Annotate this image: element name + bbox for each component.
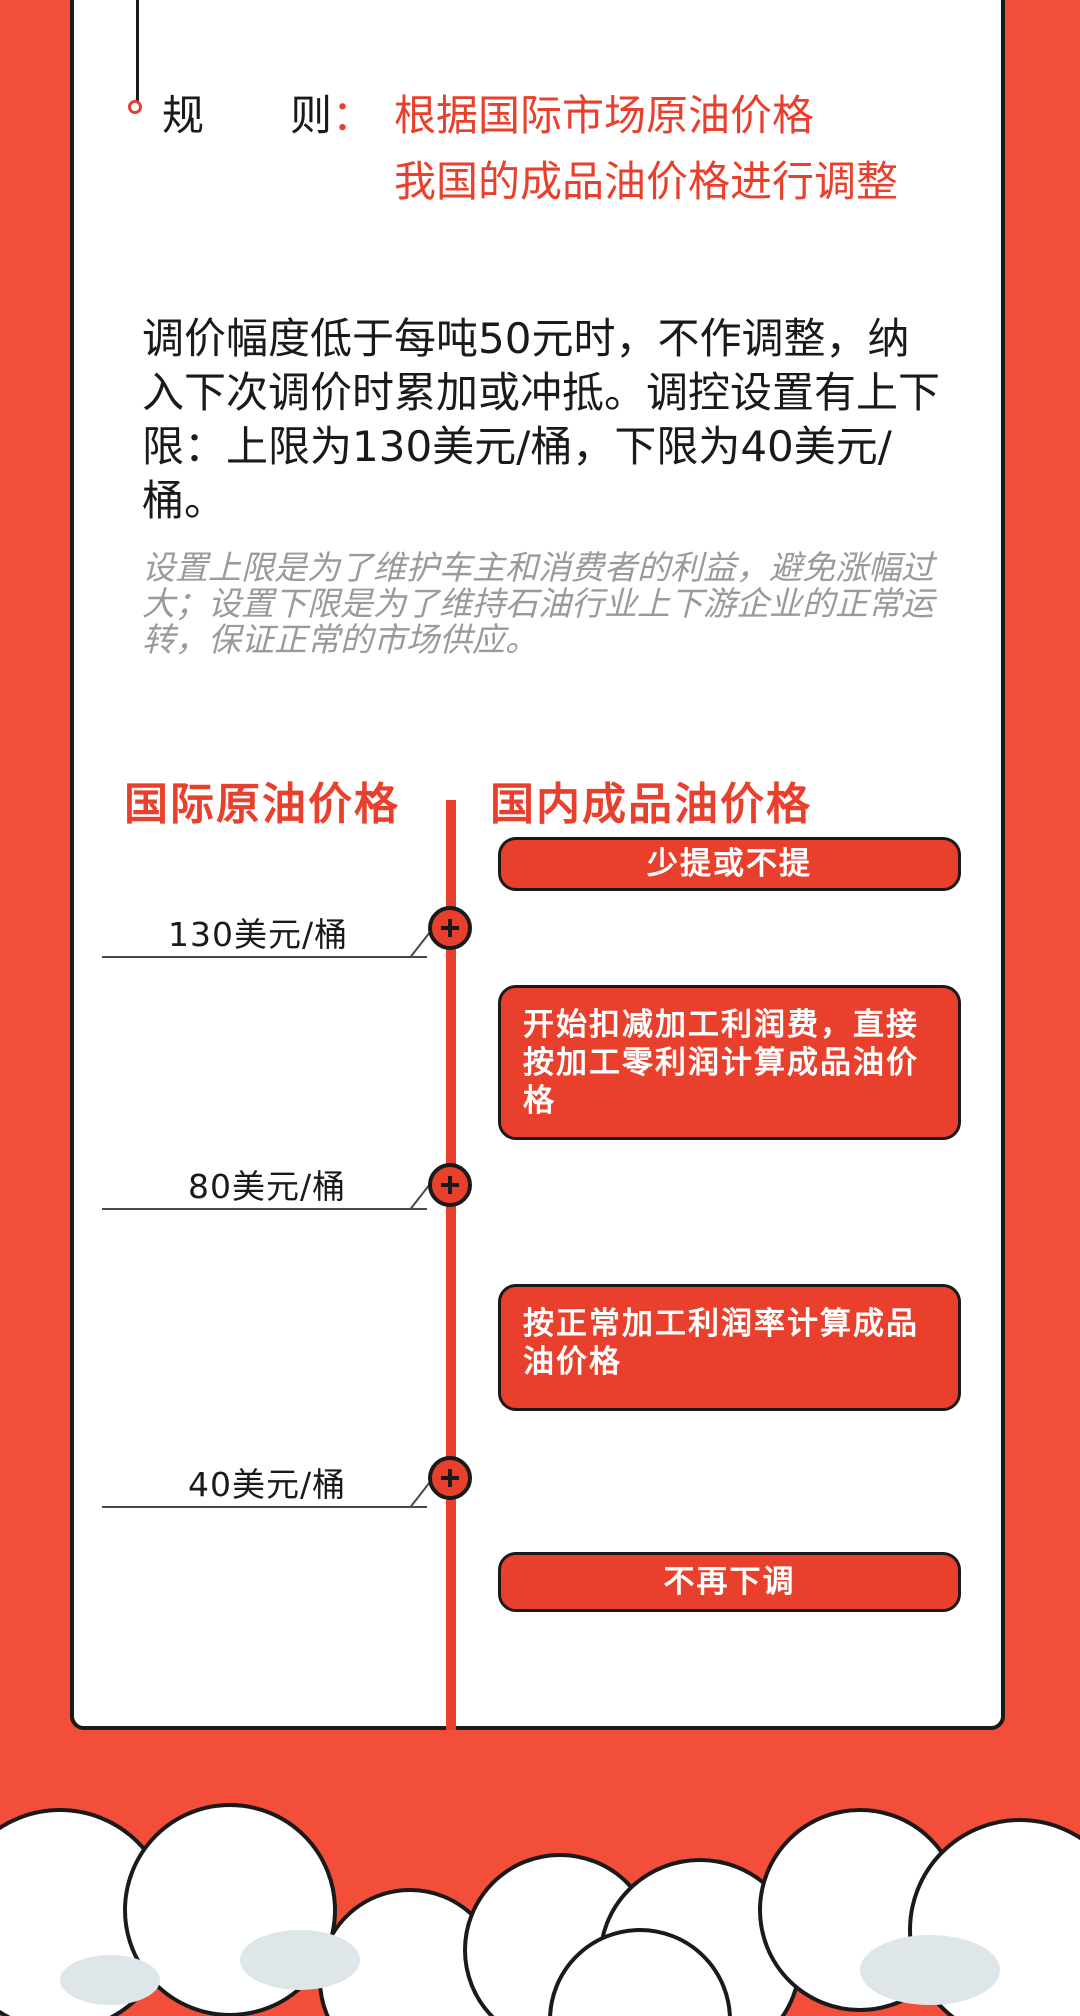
- price-underline: [102, 1208, 427, 1210]
- price-label-80: 80美元/桶: [188, 1167, 347, 1206]
- price-label-40: 40美元/桶: [188, 1465, 347, 1504]
- rule-label-right: 则: [290, 91, 333, 140]
- cloud-shade: [860, 1935, 1000, 2005]
- price-label-130: 130美元/桶: [168, 915, 349, 954]
- cloud-puff: [548, 1928, 732, 2016]
- paragraph-note: 设置上限是为了维护车主和消费者的利益，避免涨幅过大；设置下限是为了维持石油行业上…: [142, 548, 934, 659]
- plus-marker-icon: [428, 1456, 472, 1500]
- timeline-dot: [128, 100, 142, 114]
- rule-label: 规 则：: [162, 82, 374, 143]
- timeline-axis: [446, 800, 456, 1730]
- plus-marker-icon: [428, 906, 472, 950]
- rule-text-line1: 根据国际市场原油价格: [394, 91, 815, 140]
- price-underline: [102, 956, 427, 958]
- outcome-box-1: 少提或不提: [498, 837, 961, 891]
- rule-label-left: 规: [162, 91, 205, 140]
- rule-colon: ：: [332, 91, 375, 140]
- paragraph-main: 调价幅度低于每吨50元时，不作调整，纳入下次调价时累加或冲抵。调控设置有上下限：…: [142, 314, 941, 525]
- timeline-connector: [136, 0, 139, 106]
- plus-marker-icon: [428, 1163, 472, 1207]
- cloud-shade: [60, 1955, 160, 2005]
- outcome-box-3: 按正常加工利润率计算成品油价格: [498, 1284, 961, 1411]
- rule-text-line2: 我国的成品油价格进行调整: [394, 157, 899, 206]
- column-header-international: 国际原油价格: [124, 779, 400, 830]
- cloud-decoration: [0, 1803, 1080, 2016]
- cloud-shade: [240, 1930, 360, 1990]
- column-header-domestic: 国内成品油价格: [490, 779, 812, 830]
- plus-icon: [441, 1176, 459, 1194]
- plus-icon: [441, 1469, 459, 1487]
- outcome-box-2: 开始扣减加工利润费，直接按加工零利润计算成品油价格: [498, 985, 961, 1140]
- plus-icon: [441, 919, 459, 937]
- price-underline: [102, 1506, 427, 1508]
- outcome-box-4: 不再下调: [498, 1552, 961, 1612]
